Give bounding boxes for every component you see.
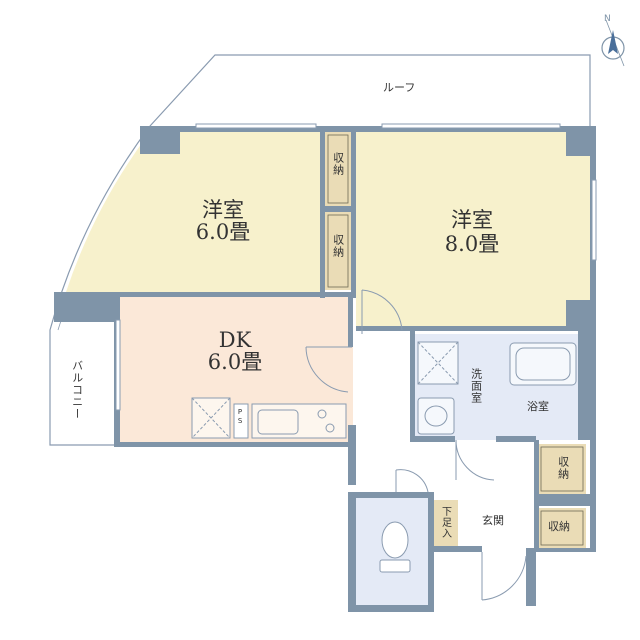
bathroom-label: 浴室 bbox=[527, 400, 549, 413]
compass-label: N bbox=[604, 14, 611, 24]
western-room-1-floor bbox=[66, 132, 320, 292]
storage-1-label: 収納 bbox=[331, 152, 345, 176]
storage-2-label: 収納 bbox=[331, 234, 345, 258]
roof-label: ルーフ bbox=[383, 81, 416, 94]
western-room-2-size: 8.0畳 bbox=[444, 232, 500, 256]
compass-icon bbox=[601, 19, 625, 67]
bathtub bbox=[509, 342, 577, 386]
washroom-label: 洗面室 bbox=[469, 368, 483, 404]
western-room-2-floor bbox=[356, 132, 590, 330]
dk-size: 6.0畳 bbox=[207, 350, 263, 374]
western-room-1-name: 洋室 bbox=[202, 198, 244, 222]
storage-4-floor bbox=[538, 508, 586, 548]
shoe-storage-label: 下足入 bbox=[439, 506, 451, 539]
kitchen-counter bbox=[191, 397, 347, 439]
doors bbox=[305, 289, 527, 601]
storage-4-label: 収納 bbox=[548, 520, 570, 533]
balcony-label: バルコニー bbox=[70, 360, 84, 420]
western-room-2-name: 洋室 bbox=[451, 208, 493, 232]
storage-2-floor bbox=[325, 212, 351, 290]
storage-3-label: 収納 bbox=[556, 456, 570, 480]
wash-fixtures bbox=[417, 341, 459, 435]
dk-name: DK bbox=[218, 328, 252, 352]
western-room-1-size: 6.0畳 bbox=[195, 220, 251, 244]
entrance-label: 玄関 bbox=[482, 514, 504, 527]
toilet bbox=[379, 521, 411, 573]
windows bbox=[115, 123, 597, 411]
storage-1-floor bbox=[325, 132, 351, 206]
pipe-space-label: PS bbox=[236, 408, 245, 426]
storage-3-floor bbox=[538, 444, 586, 494]
shoe-storage-floor bbox=[434, 500, 458, 546]
